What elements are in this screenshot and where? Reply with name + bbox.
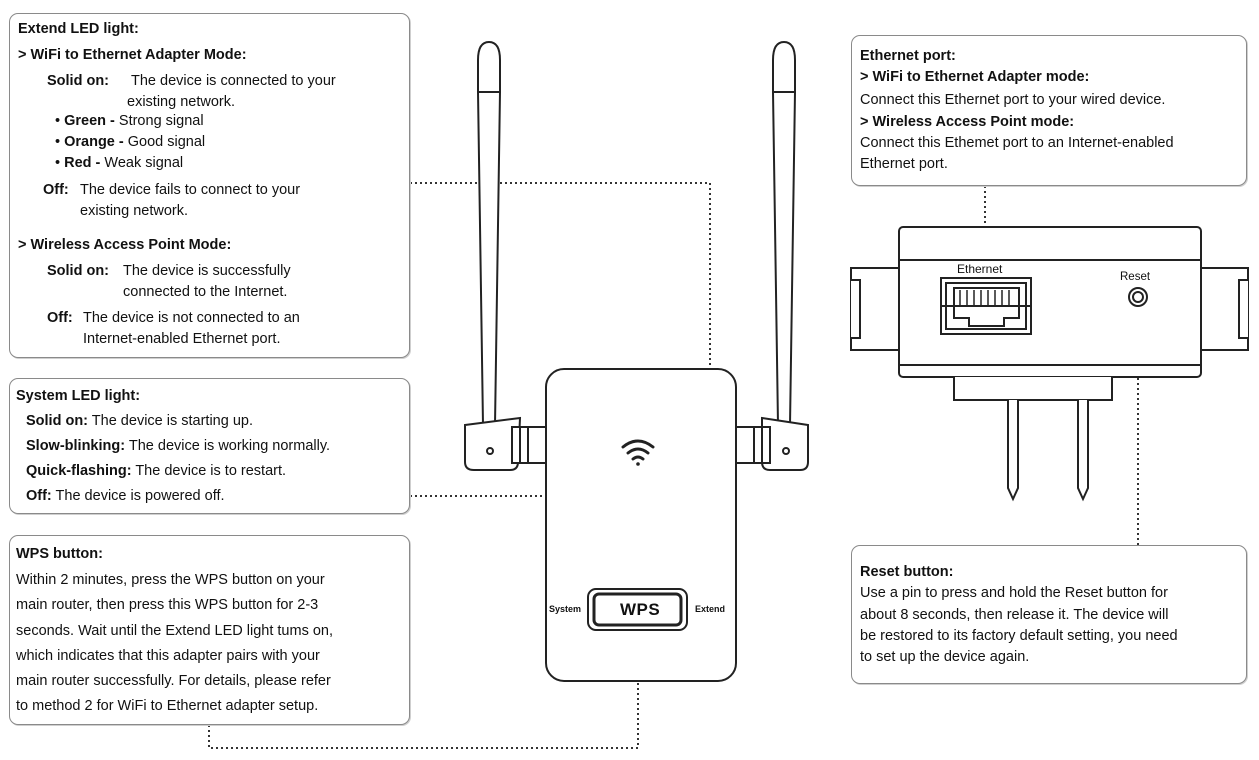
ethernet-port-callout bbox=[851, 35, 1247, 186]
wps-line-1: Within 2 minutes, press the WPS button o… bbox=[16, 572, 325, 588]
reset-button-callout bbox=[851, 545, 1247, 684]
ethernet-ap-heading: > Wireless Access Point mode: bbox=[860, 114, 1075, 130]
bullet-orange-text: Good signal bbox=[127, 134, 206, 150]
system-row-slow: Slow-blinking: The device is working nor… bbox=[26, 438, 330, 455]
extend-off-label: Off: bbox=[43, 182, 69, 198]
reset-line-3: be restored to its factory default setti… bbox=[860, 628, 1178, 644]
extend-ap-off-label: Off: bbox=[47, 310, 73, 326]
extend-led-label: Extend bbox=[695, 604, 726, 614]
system-row-quick-label: Quick-flashing: bbox=[26, 463, 132, 479]
reset-button-label: Reset bbox=[1120, 271, 1151, 283]
ethernet-port-title: Ethernet port: bbox=[860, 48, 956, 64]
reset-line-4: to set up the device again. bbox=[860, 649, 1030, 665]
extend-adapter-heading: > WiFi to Ethernet Adapter Mode: bbox=[18, 47, 247, 63]
extend-ap-solid-label: Solid on: bbox=[47, 263, 110, 279]
system-led-callout bbox=[9, 378, 410, 514]
wps-button-callout bbox=[9, 535, 410, 725]
system-row-off: Off: The device is powered off. bbox=[26, 488, 225, 505]
system-row-slow-label: Slow-blinking: bbox=[26, 438, 126, 454]
bullet-red-text: Weak signal bbox=[104, 155, 184, 171]
extend-ap-off-text-1: The device is not connected to an bbox=[83, 310, 300, 326]
extend-ap-heading: > Wireless Access Point Mode: bbox=[18, 237, 232, 253]
wps-button-title: WPS button: bbox=[16, 546, 103, 562]
bullet-orange: • Orange - Good signal bbox=[55, 134, 206, 150]
ethernet-ap-text-1: Connect this Ethemet port to an Internet… bbox=[860, 135, 1174, 151]
bullet-orange-label: Orange - bbox=[64, 134, 124, 150]
extend-solid-text-2: existing network. bbox=[127, 94, 235, 110]
extend-led-callout bbox=[9, 13, 410, 358]
bullet-red: • Red - Weak signal bbox=[55, 155, 184, 171]
extend-ap-off-text-2: Internet-enabled Ethernet port. bbox=[83, 331, 281, 347]
bullet-green-text: Strong signal bbox=[118, 113, 204, 129]
system-row-quick: Quick-flashing: The device is to restart… bbox=[26, 463, 286, 480]
system-led-title: System LED light: bbox=[16, 388, 141, 404]
extender-body bbox=[545, 368, 737, 682]
reset-button-title: Reset button: bbox=[860, 564, 954, 580]
bullet-green: • Green - Strong signal bbox=[55, 113, 204, 129]
reset-line-2: about 8 seconds, then release it. The de… bbox=[860, 607, 1169, 623]
wps-line-2: main router, then press this WPS button … bbox=[16, 597, 319, 613]
reset-hole-icon bbox=[1128, 287, 1148, 307]
wps-line-4: which indicates that this adapter pairs … bbox=[16, 648, 320, 664]
system-row-solid: Solid on: The device is starting up. bbox=[26, 413, 253, 430]
extend-leader-line bbox=[410, 182, 711, 607]
extend-solid-label: Solid on: bbox=[47, 73, 110, 89]
ethernet-adapter-text: Connect this Ethernet port to your wired… bbox=[860, 92, 1166, 108]
wifi-icon bbox=[621, 439, 655, 466]
bullet-green-label: Green - bbox=[64, 113, 115, 129]
wps-line-5: main router successfully. For details, p… bbox=[16, 673, 331, 689]
system-row-slow-text: The device is working normally. bbox=[128, 438, 331, 454]
bullet-red-label: Red - bbox=[64, 155, 101, 171]
wps-button-label[interactable]: WPS bbox=[620, 600, 661, 619]
ethernet-port-icon bbox=[940, 277, 1032, 335]
wps-line-6: to method 2 for WiFi to Ethernet adapter… bbox=[16, 698, 319, 714]
wps-line-3: seconds. Wait until the Extend LED light… bbox=[16, 623, 334, 639]
ethernet-ap-text-2: Ethernet port. bbox=[860, 156, 948, 172]
plug-prong-icon bbox=[1007, 400, 1089, 502]
system-row-off-label: Off: bbox=[26, 488, 52, 504]
system-row-off-text: The device is powered off. bbox=[55, 488, 225, 504]
extend-ap-solid-text-2: connected to the Internet. bbox=[123, 284, 288, 300]
extend-led-title: Extend LED light: bbox=[18, 21, 139, 37]
extend-off-text-2: existing network. bbox=[80, 203, 188, 219]
extend-off-text-1: The device fails to connect to your bbox=[80, 182, 301, 198]
ethernet-adapter-heading: > WiFi to Ethernet Adapter mode: bbox=[860, 69, 1090, 85]
system-row-quick-text: The device is to restart. bbox=[135, 463, 287, 479]
wps-leader-line bbox=[208, 630, 639, 749]
extend-ap-solid-text-1: The device is successfully bbox=[123, 263, 291, 279]
right-antenna-icon bbox=[734, 40, 809, 471]
reset-line-1: Use a pin to press and hold the Reset bu… bbox=[860, 585, 1168, 601]
system-row-solid-text: The device is starting up. bbox=[91, 413, 253, 429]
system-led-label: System bbox=[549, 604, 582, 614]
ethernet-port-label: Ethernet bbox=[957, 262, 1003, 276]
left-antenna-icon bbox=[464, 40, 548, 471]
wps-button-shape bbox=[587, 588, 688, 631]
side-view-device bbox=[850, 226, 1249, 502]
extend-solid-text-1: The device is connected to your bbox=[131, 73, 336, 89]
system-row-solid-label: Solid on: bbox=[26, 413, 89, 429]
